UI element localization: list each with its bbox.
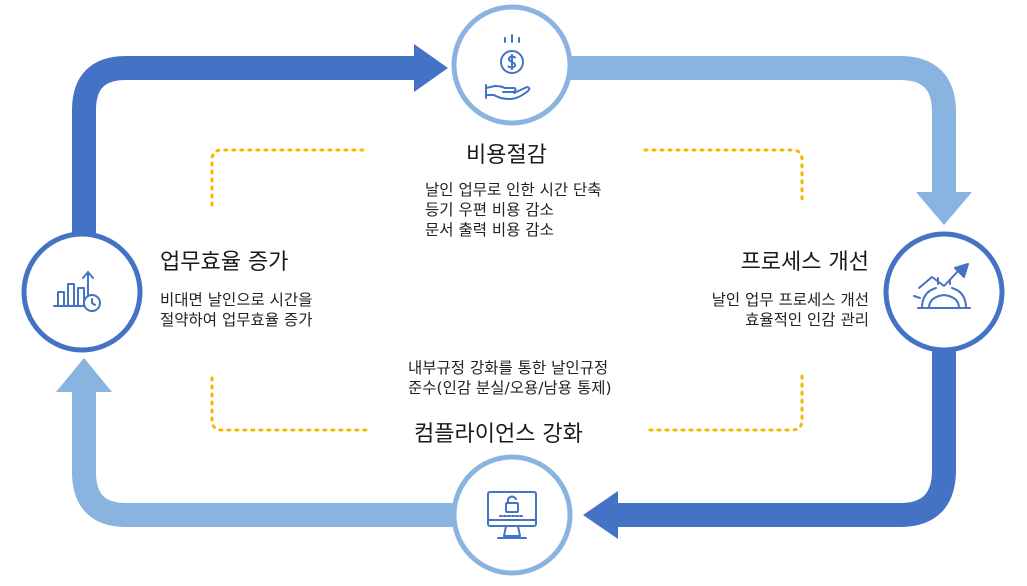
hand-coin-icon — [485, 34, 531, 100]
compliance-line: 준수(인감 분실/오용/남용 통제) — [408, 379, 612, 397]
bracket-top-right — [643, 148, 804, 202]
node-left — [21, 231, 143, 353]
node-top — [451, 4, 573, 126]
bracket-top-left — [210, 148, 367, 207]
chart-clock-icon — [53, 271, 101, 312]
efficiency-line: 절약하여 업무효율 증가 — [160, 311, 313, 329]
arrowhead-right — [916, 192, 972, 225]
arrowhead-bottom — [583, 491, 618, 539]
compliance-lines: 내부규정 강화를 통한 날인규정 준수(인감 분실/오용/남용 통제) — [408, 358, 612, 398]
arrowhead-top — [414, 44, 448, 92]
process-lines: 날인 업무 프로세스 개선 효율적인 인감 관리 — [712, 290, 869, 330]
title-compliance: 컴플라이언스 강화 — [414, 422, 583, 447]
cost-reduction-lines: 날인 업무로 인한 시간 단축 등기 우편 비용 감소 문서 출력 비용 감소 — [425, 180, 602, 240]
cycle-arrows — [56, 44, 972, 539]
bracket-bottom-right — [648, 373, 804, 432]
monitor-lock-icon — [487, 491, 537, 539]
arrow-bottom-to-left — [72, 388, 458, 527]
efficiency-lines: 비대면 날인으로 시간을 절약하여 업무효율 증가 — [160, 290, 312, 330]
gear-trend-icon — [913, 263, 971, 309]
arrow-left-to-top — [72, 56, 420, 240]
arrow-right-to-bottom — [615, 345, 956, 527]
cost-line: 등기 우편 비용 감소 — [425, 201, 554, 219]
cost-line: 날인 업무로 인한 시간 단축 — [425, 181, 602, 199]
process-line: 효율적인 인감 관리 — [745, 311, 869, 329]
bracket-bottom-left — [210, 376, 372, 432]
dotted-brackets — [210, 148, 804, 432]
arrow-top-to-right — [570, 56, 956, 195]
node-right — [883, 231, 1005, 353]
title-efficiency: 업무효율 증가 — [160, 250, 289, 275]
efficiency-line: 비대면 날인으로 시간을 — [160, 291, 313, 309]
process-line: 날인 업무 프로세스 개선 — [711, 291, 869, 309]
cost-line: 문서 출력 비용 감소 — [425, 221, 554, 239]
compliance-line: 내부규정 강화를 통한 날인규정 — [408, 359, 609, 377]
title-process-improvement: 프로세스 개선 — [740, 250, 869, 275]
node-bottom — [451, 454, 573, 576]
title-cost-reduction: 비용절감 — [466, 143, 547, 168]
arrowhead-left — [56, 358, 112, 392]
